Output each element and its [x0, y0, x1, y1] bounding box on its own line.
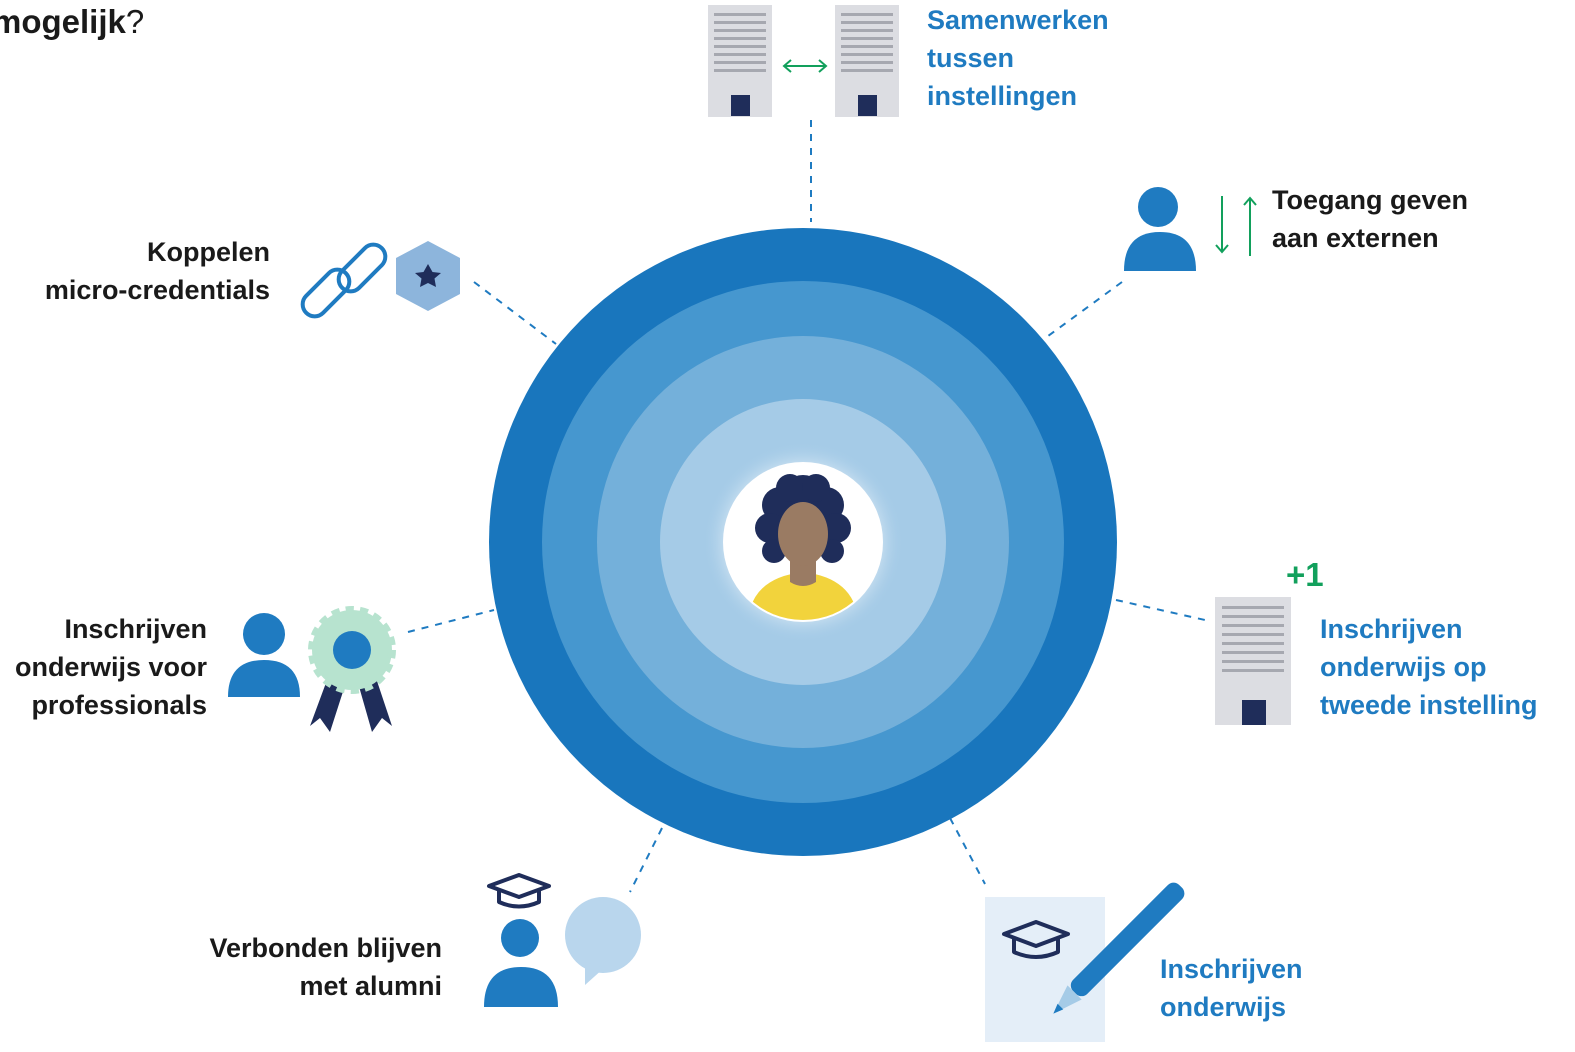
label-line: Toegang geven	[1272, 185, 1469, 215]
label-toegang: Toegang geven aan externen	[1272, 181, 1468, 257]
connector-alumni	[629, 827, 663, 893]
label-line: Samenwerken	[927, 5, 1109, 35]
label-professionals: Inschrijven onderwijs voor professionals	[0, 610, 207, 724]
connector-onderwijs	[949, 817, 986, 885]
label-line: Inschrijven	[1160, 954, 1303, 984]
plus-one-badge: +1	[1286, 556, 1324, 593]
student-avatar-icon	[748, 474, 858, 620]
label-line: onderwijs	[1160, 992, 1287, 1022]
label-samenwerken: Samenwerken tussen instellingen	[927, 1, 1109, 115]
label-line: Inschrijven	[1320, 614, 1463, 644]
label-line: professionals	[31, 690, 207, 720]
label-tweede-instelling: Inschrijven onderwijs op tweede instelli…	[1320, 610, 1538, 724]
label-line: Verbonden blijven	[209, 933, 442, 963]
label-line: Inschrijven	[64, 614, 207, 644]
connector-professionals	[407, 609, 495, 633]
label-line: tussen	[927, 43, 1015, 73]
label-alumni: Verbonden blijven met alumni	[150, 929, 442, 1005]
page-title: mogelijk?	[0, 2, 144, 42]
connector-micro	[473, 281, 557, 345]
pencil-graduation-icon	[985, 882, 1185, 1042]
label-inschrijven-onderwijs: Inschrijven onderwijs	[1160, 950, 1303, 1026]
person-updown-icon	[1124, 187, 1257, 271]
label-line: tweede instelling	[1320, 690, 1538, 720]
building-icon	[1215, 597, 1291, 725]
label-line: Koppelen	[146, 237, 270, 267]
title-rest: ?	[125, 3, 145, 40]
link-badge-icon	[300, 241, 460, 319]
connector-lines	[407, 120, 1206, 893]
label-micro-credentials: Koppelen micro-credentials	[20, 233, 270, 309]
title-bold: mogelijk	[0, 3, 126, 40]
label-line: aan externen	[1272, 223, 1439, 253]
buildings-exchange-icon	[708, 5, 899, 117]
label-line: met alumni	[299, 971, 442, 1001]
label-line: instellingen	[927, 81, 1078, 111]
label-line: micro-credentials	[44, 275, 270, 305]
connector-toegang	[1047, 281, 1123, 337]
label-line: onderwijs op	[1320, 652, 1487, 682]
graduate-chat-icon	[484, 873, 641, 1007]
connector-tweede	[1115, 599, 1206, 621]
label-line: onderwijs voor	[14, 652, 207, 682]
person-award-icon	[228, 606, 396, 732]
